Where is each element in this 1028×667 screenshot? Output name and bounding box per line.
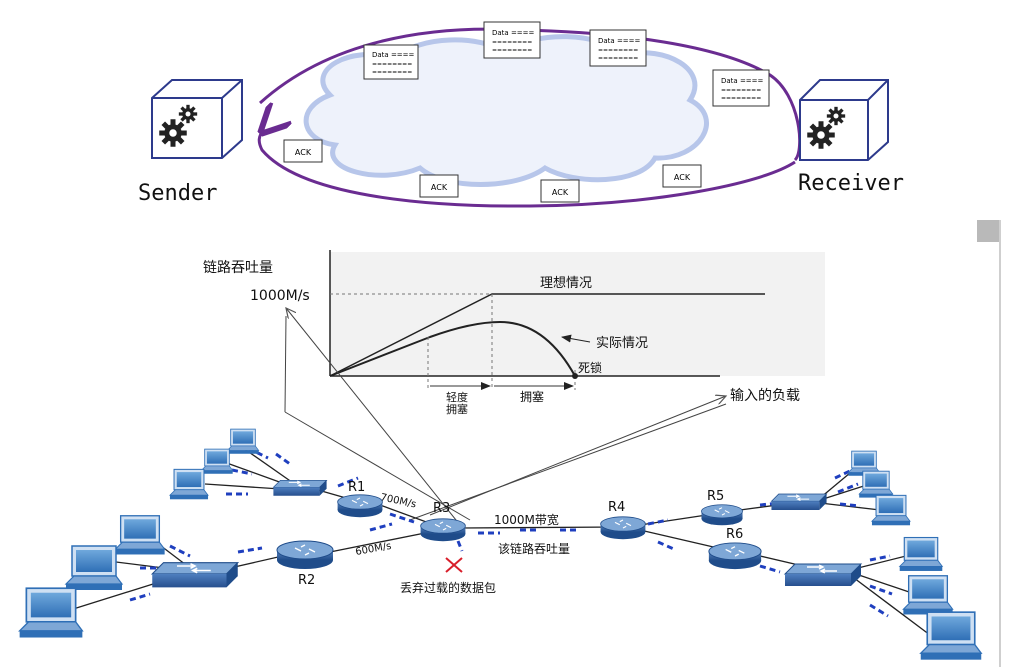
data-packet-line: ======== xyxy=(492,47,532,54)
drop-x-icon xyxy=(445,557,463,573)
ack-label: ACK xyxy=(674,173,691,182)
network-topology: R1 R2 R3 R4 R5 R6 700M/s 600M/s 1000M带宽 … xyxy=(18,428,983,661)
sender-computer-icon xyxy=(151,79,243,159)
ack-flow-path xyxy=(259,130,796,208)
data-packet-line: Data ==== xyxy=(721,77,764,85)
pc-icon xyxy=(200,448,234,475)
actual-label-pointer xyxy=(561,334,591,343)
data-packet-line: ======== xyxy=(721,95,761,102)
switch-icon xyxy=(784,563,862,587)
traffic-arrows xyxy=(129,446,893,618)
ack-packet: ACK xyxy=(419,174,459,198)
data-packet: Data ==== ======== ======== xyxy=(589,29,647,67)
x-axis-label: 输入的负载 xyxy=(730,388,800,404)
switch-icon xyxy=(770,493,828,511)
data-packet-line: ======== xyxy=(372,61,412,68)
sender-label: Sender xyxy=(138,181,217,206)
gear-icon xyxy=(159,119,187,147)
link-r2-r3-label: 600M/s xyxy=(355,541,393,558)
switch-icon xyxy=(151,561,239,589)
light-congestion-label: 轻度 xyxy=(446,390,468,404)
light-congestion-label-2: 拥塞 xyxy=(446,402,468,416)
ack-label: ACK xyxy=(295,148,312,157)
pointer-to-x-axis xyxy=(429,396,726,516)
data-packet-line: Data ==== xyxy=(492,29,535,37)
data-packet-line: Data ==== xyxy=(372,51,415,59)
pc-icon xyxy=(899,536,943,572)
router-icon xyxy=(276,540,334,570)
actual-curve xyxy=(329,320,576,377)
pc-icon xyxy=(919,611,983,661)
router-label-r2: R2 xyxy=(298,573,315,588)
router-icon xyxy=(700,504,744,526)
actual-label: 实际情况 xyxy=(596,336,648,351)
gear-icon xyxy=(826,106,846,126)
pc-icon xyxy=(169,468,209,500)
router-label-r3: R3 xyxy=(433,501,450,516)
bandwidth-label: 1000M带宽 xyxy=(494,512,559,527)
deadlock-point xyxy=(572,373,578,379)
chart-background xyxy=(330,252,825,376)
deadlock-label: 死锁 xyxy=(578,360,602,375)
pc-icon xyxy=(858,470,894,499)
congestion-label: 拥塞 xyxy=(520,389,544,404)
pointer-guide xyxy=(284,411,471,521)
data-packet: Data ==== ======== ======== xyxy=(483,21,541,59)
ack-packet: ACK xyxy=(283,139,323,163)
pc-icon xyxy=(226,428,260,455)
pc-icon xyxy=(902,575,954,616)
router-label-r1: R1 xyxy=(348,480,365,495)
router-icon xyxy=(708,542,762,570)
side-scrollbar[interactable] xyxy=(977,220,1001,667)
scrollbar-thumb[interactable] xyxy=(977,220,1000,242)
data-packet-line: ======== xyxy=(598,55,638,62)
router-label-r5: R5 xyxy=(707,489,724,504)
top-sender-receiver-diagram: Sender Receiver Data ==== ======== =====… xyxy=(138,21,904,208)
pc-icon xyxy=(65,545,123,591)
ack-packet: ACK xyxy=(662,164,702,188)
y-tick-label: 1000M/s xyxy=(250,288,310,304)
pointer-to-x-axis-2 xyxy=(409,403,727,521)
receiver-label: Receiver xyxy=(798,171,904,196)
pc-icon xyxy=(18,587,84,639)
ack-packet: ACK xyxy=(540,179,580,203)
data-packet-line: ======== xyxy=(372,69,412,76)
ideal-label: 理想情况 xyxy=(540,275,592,291)
throughput-label: 该链路吞吐量 xyxy=(498,541,570,556)
switch-icon xyxy=(272,479,328,497)
pointer-to-y-axis xyxy=(286,308,461,526)
data-packet: Data ==== ======== ======== xyxy=(363,44,419,80)
data-packet-line: ======== xyxy=(721,87,761,94)
router-label-r4: R4 xyxy=(608,500,625,515)
link-r1-r3-label: 700M/s xyxy=(379,492,417,510)
annotation-pointers xyxy=(284,308,727,526)
router-icon xyxy=(600,516,646,540)
gear-icon xyxy=(178,104,198,124)
drop-label: 丢弃过载的数据包 xyxy=(400,580,496,595)
y-axis-label: 链路吞吐量 xyxy=(203,260,273,276)
gear-icon xyxy=(807,121,835,149)
router-icon xyxy=(337,494,383,518)
data-packet-line: ======== xyxy=(492,39,532,46)
ack-label: ACK xyxy=(552,188,569,197)
pc-icon xyxy=(871,494,911,526)
router-icon xyxy=(420,518,466,542)
pc-icon xyxy=(114,515,166,556)
router-label-r6: R6 xyxy=(726,527,743,542)
data-packet-line: Data ==== xyxy=(598,37,641,45)
data-packet: Data ==== ======== ======== xyxy=(712,69,770,107)
pointer-guide xyxy=(284,315,287,413)
ack-label: ACK xyxy=(431,183,448,192)
data-packet-line: ======== xyxy=(598,47,638,54)
receiver-computer-icon xyxy=(799,79,889,161)
throughput-chart: 链路吞吐量 1000M/s 理想情况 实际情况 死锁 轻度 拥塞 拥塞 输入的负… xyxy=(203,250,825,416)
